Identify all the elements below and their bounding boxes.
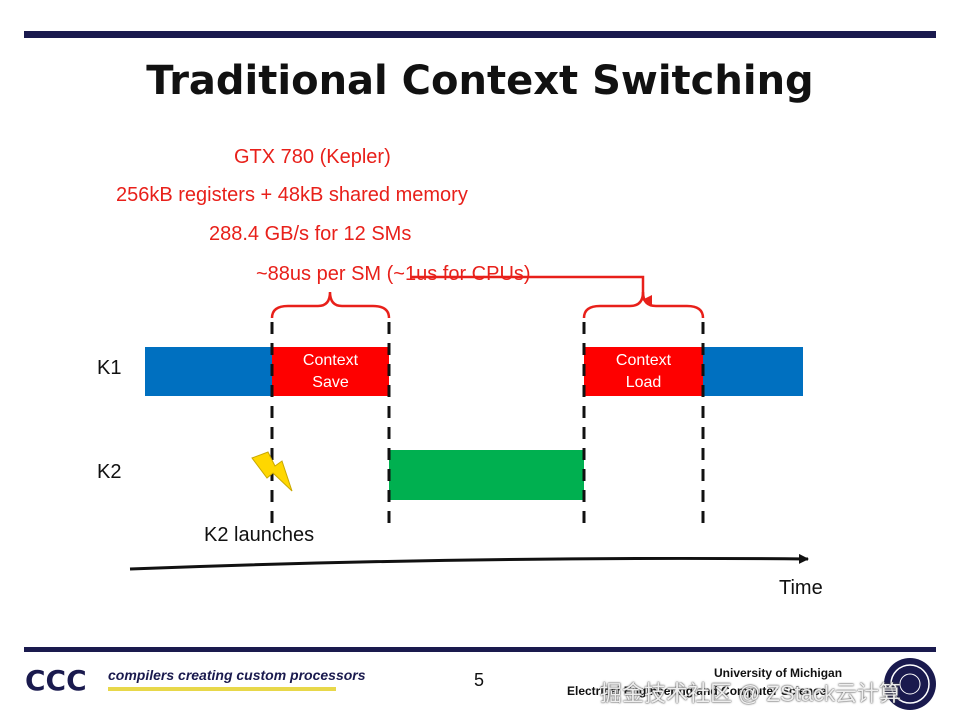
- seal-logo: [884, 658, 936, 710]
- time-axis-label: Time: [779, 577, 823, 599]
- time-axis: [129, 553, 809, 571]
- lane-label-k2: K2: [97, 461, 122, 483]
- note-bandwidth: 288.4 GB/s for 12 SMs: [209, 223, 412, 245]
- ccc-logo: CCC: [25, 664, 87, 697]
- context-load-line1: Context: [615, 351, 672, 369]
- context-save-line2: Save: [312, 373, 349, 391]
- footer-tagline-underline: [108, 687, 336, 691]
- top-rule: [24, 31, 936, 38]
- save-brace: [270, 291, 391, 319]
- k1-run-after: [703, 347, 803, 396]
- context-save-block: Context Save: [272, 347, 389, 396]
- footer-university: University of Michigan: [714, 666, 843, 680]
- lane-label-k1: K1: [97, 357, 122, 379]
- context-load-line2: Load: [625, 373, 662, 391]
- event-label: K2 launches: [204, 524, 315, 546]
- latency-to-load-arrow: [411, 275, 652, 305]
- footer-tagline: compilers creating custom processors: [108, 667, 366, 683]
- footer-department: Electrical Engineering and Computer Scie…: [567, 684, 827, 698]
- lightning-bolt-icon: [251, 451, 293, 492]
- bottom-rule: [24, 647, 936, 652]
- context-load-block: Context Load: [584, 347, 703, 396]
- watermark-text: 掘金技术社区 @ ZStack云计算: [600, 681, 902, 706]
- slide-title: Traditional Context Switching: [146, 58, 814, 104]
- note-capacity: 256kB registers + 48kB shared memory: [116, 184, 468, 206]
- page-number: 5: [474, 670, 485, 690]
- context-save-line1: Context: [302, 351, 359, 369]
- note-latency: ~88us per SM (~1us for CPUs): [256, 263, 531, 285]
- k2-run: [389, 450, 584, 500]
- k1-run-before: [145, 347, 272, 396]
- note-gpu: GTX 780 (Kepler): [234, 146, 391, 168]
